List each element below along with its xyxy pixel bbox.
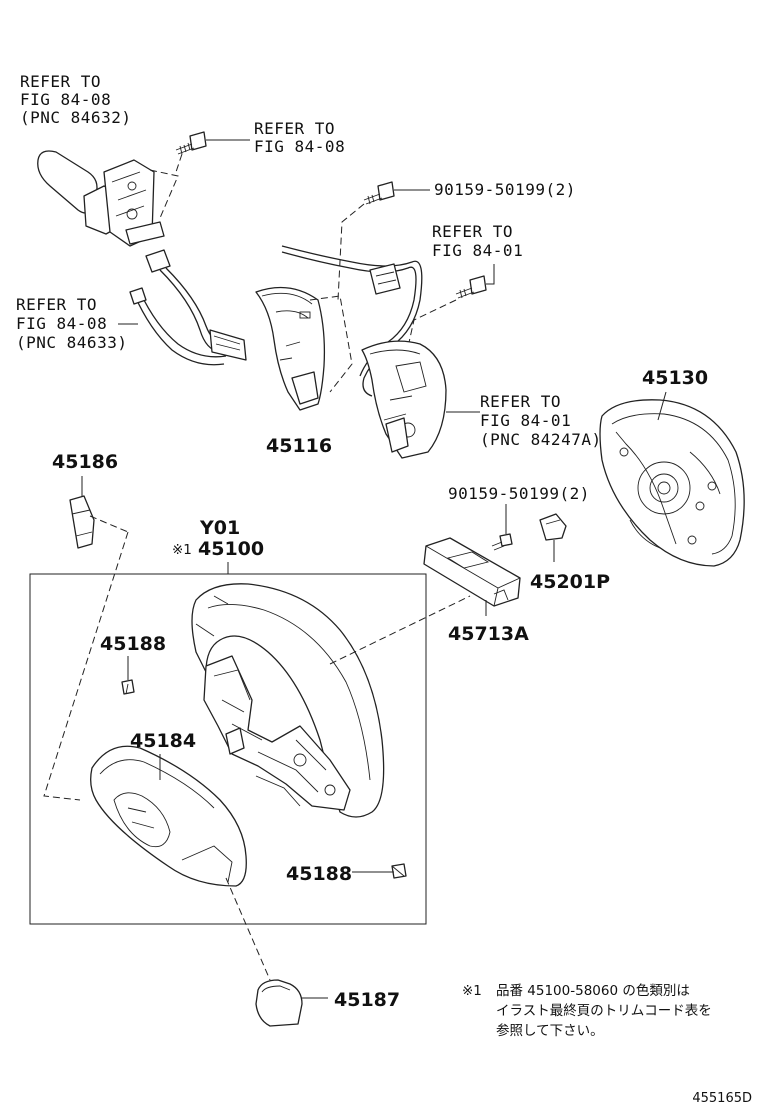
ref-label-left-mid: REFER TO FIG 84-08 (PNC 84633) <box>16 295 127 352</box>
combination-switch-drawing <box>37 150 179 247</box>
svg-text:FIG 84-08: FIG 84-08 <box>16 314 107 333</box>
part-label-45184: 45184 <box>130 730 196 752</box>
screw-drawing <box>491 504 513 551</box>
part-label-45188: 45188 <box>100 633 166 655</box>
switch-cover-45116-drawing <box>255 286 353 411</box>
steering-wheel-45100-drawing <box>191 583 385 818</box>
ref-label-bolt: REFER TO FIG 84-08 <box>254 119 345 156</box>
bolt-drawing <box>405 264 495 357</box>
svg-text:REFER TO: REFER TO <box>254 119 335 138</box>
bolt-drawing <box>337 181 430 301</box>
screw-45188-drawing <box>121 656 135 695</box>
figure-code: 455165D <box>692 1091 752 1106</box>
footnote-line: イラスト最終頁のトリムコード表を <box>496 1003 712 1019</box>
clip-45186-drawing <box>69 476 95 549</box>
svg-text:(PNC 84633): (PNC 84633) <box>16 333 127 352</box>
cap-45187-drawing <box>255 979 328 1027</box>
note-mark: ※1 <box>172 542 192 558</box>
sensor-45713A-drawing <box>423 537 521 616</box>
part-number-bolt: 90159-50199(2) <box>448 484 590 503</box>
svg-text:(PNC 84632): (PNC 84632) <box>20 108 131 127</box>
screw-45188-drawing <box>352 863 407 879</box>
part-number-bolt: 90159-50199(2) <box>434 180 576 199</box>
lower-cover-45184-drawing <box>90 745 247 887</box>
part-label-45130: 45130 <box>642 367 708 389</box>
footnote-line: 参照して下さい。 <box>496 1022 604 1039</box>
part-label-45116: 45116 <box>266 435 332 457</box>
ref-label-center: REFER TO FIG 84-01 <box>432 222 523 260</box>
nut-45201P-drawing <box>539 513 567 562</box>
svg-text:FIG 84-01: FIG 84-01 <box>432 241 523 260</box>
wire-harness-drawing <box>118 249 247 366</box>
svg-text:REFER TO: REFER TO <box>20 72 101 91</box>
footnote-line: 品番 45100-58060 の色類別は <box>496 982 690 999</box>
ref-label-top-left: REFER TO FIG 84-08 (PNC 84632) <box>20 72 131 127</box>
part-label-45713A: 45713A <box>448 623 529 645</box>
switch-assembly-drawing <box>361 340 480 459</box>
svg-text:FIG 84-08: FIG 84-08 <box>254 137 345 156</box>
part-label-45188: 45188 <box>286 863 352 885</box>
part-label-45201P: 45201P <box>530 571 610 593</box>
footnote: ※1 品番 45100-58060 の色類別は イラスト最終頁のトリムコード表を… <box>462 982 712 1039</box>
part-label-45186: 45186 <box>52 451 118 473</box>
ref-label-right-mid: REFER TO FIG 84-01 (PNC 84247A) <box>480 392 602 449</box>
part-label-45187: 45187 <box>334 989 400 1011</box>
svg-text:REFER TO: REFER TO <box>432 222 513 241</box>
part-label-45100: 45100 <box>198 538 264 560</box>
svg-text:FIG 84-01: FIG 84-01 <box>480 411 571 430</box>
svg-text:REFER TO: REFER TO <box>16 295 97 314</box>
leader-dashed <box>89 515 129 533</box>
footnote-mark: ※1 <box>462 983 482 999</box>
svg-text:REFER TO: REFER TO <box>480 392 561 411</box>
part-label-y01: Y01 <box>199 517 240 539</box>
leader-dashed <box>225 877 271 981</box>
svg-text:(PNC 84247A): (PNC 84247A) <box>480 430 602 449</box>
leader-dashed <box>43 531 129 801</box>
bolt-drawing <box>175 131 250 173</box>
svg-text:FIG 84-08: FIG 84-08 <box>20 90 111 109</box>
airbag-45130-drawing <box>599 391 745 567</box>
leader-dashed <box>329 595 471 665</box>
